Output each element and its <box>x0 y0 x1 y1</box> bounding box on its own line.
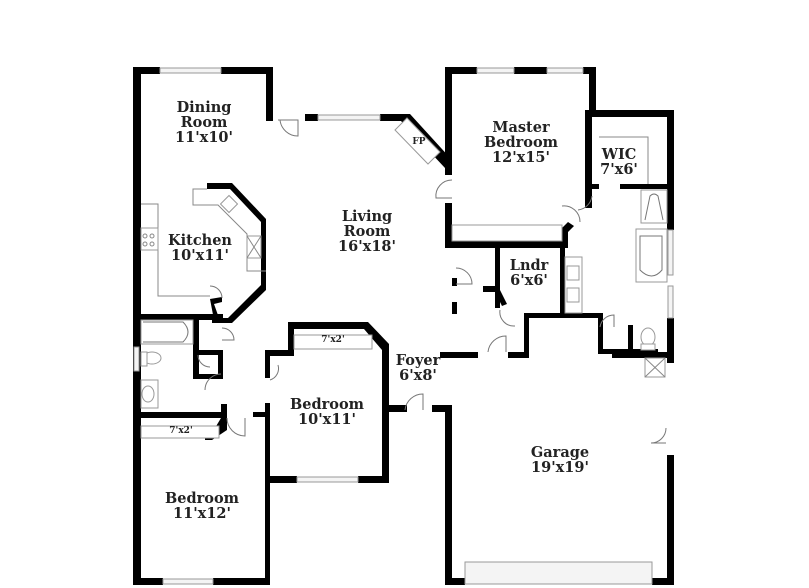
closet-label-bedroom-2: 7'x2' <box>321 335 345 345</box>
room-label-living: Living Room 16'x18' <box>338 208 396 256</box>
fireplace-label: FP <box>412 137 426 147</box>
room-label-garage: Garage 19'x19' <box>530 444 590 477</box>
room-label-master-bedroom: Master Bedroom 12'x15' <box>484 119 558 167</box>
room-label-dining: Dining Room 11'x10' <box>175 99 233 147</box>
closet-label-bedroom-3: 7'x2' <box>169 426 193 436</box>
room-label-kitchen: Kitchen 10'x11' <box>168 232 232 265</box>
room-label-bedroom-3: Bedroom 11'x12' <box>165 490 239 523</box>
room-label-bedroom-2: Bedroom 10'x11' <box>290 396 364 429</box>
doors <box>197 119 667 444</box>
room-label-laundry: Lndr 6'x6' <box>509 257 549 290</box>
windows <box>133 67 674 585</box>
room-label-wic: WIC 7'x6' <box>600 146 638 179</box>
room-label-foyer: Foyer 6'x8' <box>395 352 441 385</box>
fixtures <box>140 117 668 439</box>
